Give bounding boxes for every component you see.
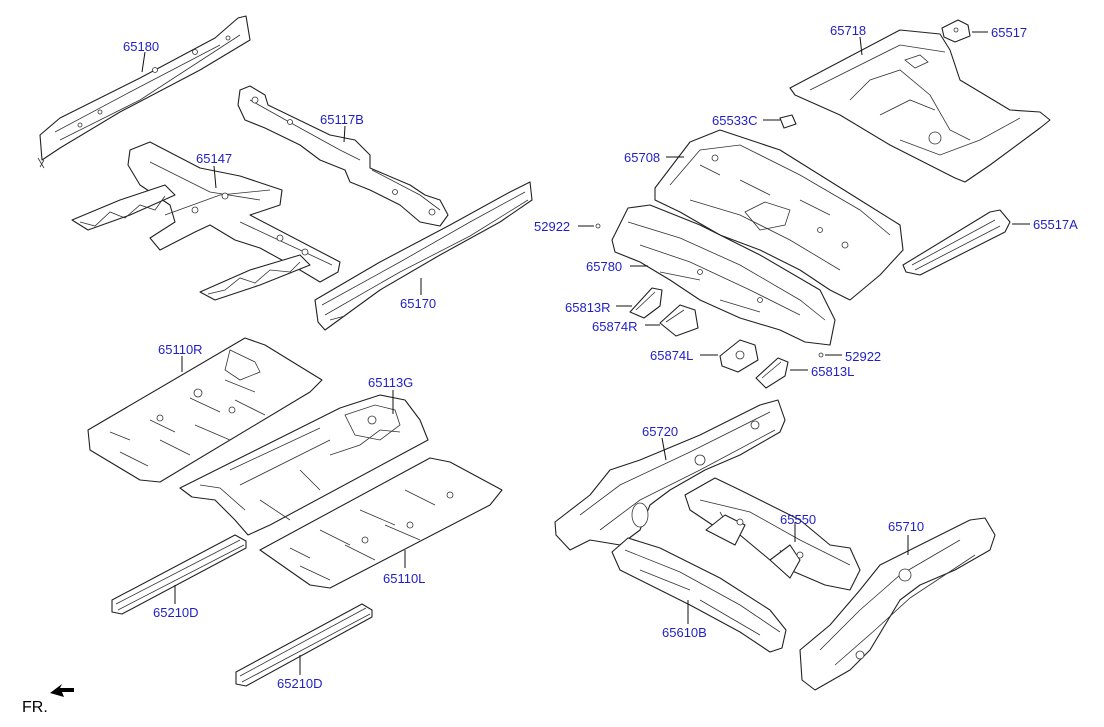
part-65180 <box>37 15 251 169</box>
part-65610B <box>611 537 787 653</box>
part-65170 <box>314 181 533 331</box>
label-65170: 65170 <box>400 296 436 311</box>
label-65117B: 65117B <box>320 112 364 127</box>
part-65533C <box>779 114 797 129</box>
label-65210D-lower: 65210D <box>277 676 323 691</box>
part-65710 <box>799 517 996 691</box>
label-65780: 65780 <box>586 259 622 274</box>
label-65517A: 65517A <box>1033 217 1078 232</box>
part-52922-upper <box>595 223 601 229</box>
part-65210D-upper <box>111 534 247 615</box>
front-label: FR. <box>22 699 48 716</box>
part-65780 <box>611 204 836 346</box>
label-65517: 65517 <box>991 25 1027 40</box>
part-65113G <box>179 394 429 536</box>
part-65517 <box>941 19 971 43</box>
part-65550 <box>684 477 861 591</box>
part-65813L <box>755 357 789 389</box>
part-65210D-lower <box>235 603 373 687</box>
label-65113G: 65113G <box>368 375 413 390</box>
label-65708: 65708 <box>624 150 660 165</box>
label-65147: 65147 <box>196 151 232 166</box>
label-52922-lower: 52922 <box>845 349 881 364</box>
label-65180: 65180 <box>123 39 159 54</box>
label-52922-upper: 52922 <box>534 219 570 234</box>
label-65874R: 65874R <box>592 319 638 334</box>
part-65117B <box>237 85 449 227</box>
part-65813R <box>629 287 663 319</box>
part-65874R <box>659 304 699 337</box>
part-65718 <box>789 29 1051 183</box>
label-65813R: 65813R <box>565 300 611 315</box>
label-65110R: 65110R <box>158 342 203 357</box>
label-65550: 65550 <box>780 512 816 527</box>
part-65874L <box>719 339 759 373</box>
label-65718: 65718 <box>830 23 866 38</box>
label-65720: 65720 <box>642 424 678 439</box>
part-65110R <box>87 337 323 483</box>
part-65517A <box>902 209 1011 276</box>
label-65610B: 65610B <box>662 625 707 640</box>
label-65210D-upper: 65210D <box>153 605 199 620</box>
part-65110L <box>259 457 503 589</box>
part-65720 <box>554 399 786 551</box>
label-65110L: 65110L <box>383 571 425 586</box>
front-indicator: FR. <box>22 684 74 716</box>
label-65710: 65710 <box>888 519 924 534</box>
part-65147 <box>71 141 341 301</box>
part-52922-lower <box>818 352 824 358</box>
label-65813L: 65813L <box>811 364 854 379</box>
part-65708 <box>654 129 904 301</box>
label-65533C: 65533C <box>712 113 758 128</box>
label-65874L: 65874L <box>650 348 693 363</box>
